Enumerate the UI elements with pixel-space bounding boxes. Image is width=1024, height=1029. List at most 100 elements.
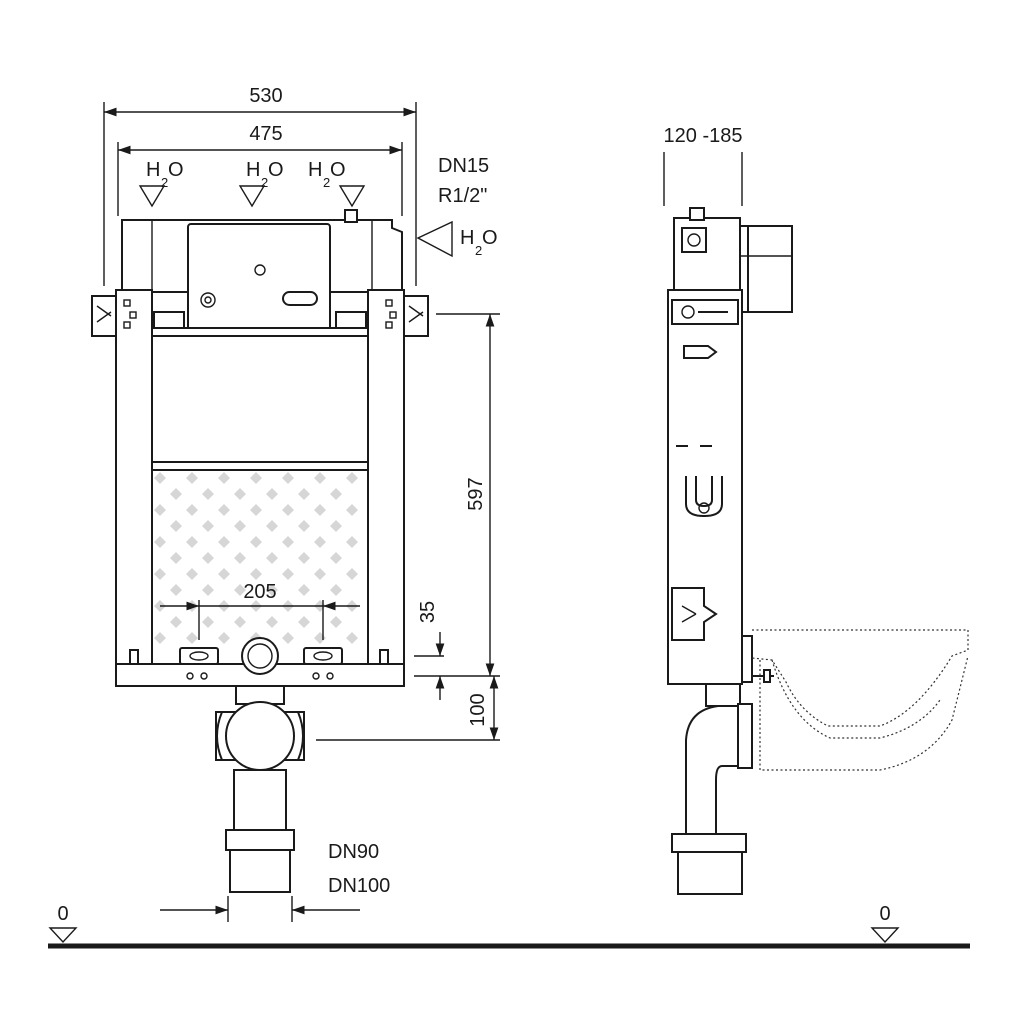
mesh-diamond — [250, 536, 262, 548]
mesh-diamond — [314, 472, 326, 484]
svg-text:H: H — [246, 159, 260, 181]
mesh-diamond — [330, 584, 342, 596]
label-dn100: DN100 — [328, 875, 390, 897]
mesh-diamond — [170, 520, 182, 532]
svg-text:2: 2 — [161, 175, 168, 190]
label-thread: R1/2" — [438, 185, 487, 207]
mesh-diamond — [154, 472, 166, 484]
mesh-diamond — [266, 584, 278, 596]
mesh-diamond — [234, 584, 246, 596]
mesh-diamond — [346, 472, 358, 484]
svg-text:2: 2 — [261, 175, 268, 190]
mesh-diamond — [234, 520, 246, 532]
mesh-diamond — [218, 472, 230, 484]
mesh-diamond — [234, 488, 246, 500]
svg-text:H: H — [308, 159, 322, 181]
svg-text:H: H — [146, 159, 160, 181]
dim-475: 475 — [249, 123, 282, 145]
svg-text:O: O — [330, 159, 346, 181]
mesh-diamond — [282, 632, 294, 644]
front-view — [91, 209, 429, 893]
label-dn15: DN15 — [438, 155, 489, 177]
water-inlet-side: H 2 O — [416, 220, 498, 258]
svg-text:O: O — [482, 227, 498, 249]
mesh-diamond — [170, 552, 182, 564]
mesh-diamond — [218, 632, 230, 644]
svg-text:H: H — [460, 227, 474, 249]
mesh-diamond — [298, 520, 310, 532]
mesh-diamond — [234, 552, 246, 564]
mesh-diamond — [330, 552, 342, 564]
mesh-diamond — [298, 616, 310, 628]
mesh-diamond — [298, 552, 310, 564]
floor-line: 0 0 — [48, 903, 970, 949]
dim-597: 597 — [465, 477, 487, 510]
mesh-diamond — [234, 616, 246, 628]
mesh-diamond — [202, 552, 214, 564]
label-dn90: DN90 — [328, 841, 379, 863]
mesh-diamond — [186, 472, 198, 484]
mesh-diamond — [186, 632, 198, 644]
mesh-diamond — [330, 616, 342, 628]
mesh-pattern — [154, 472, 358, 644]
svg-text:2: 2 — [475, 243, 482, 258]
floor-level-right: 0 — [879, 903, 890, 925]
mesh-diamond — [170, 584, 182, 596]
mesh-diamond — [186, 536, 198, 548]
mesh-diamond — [186, 504, 198, 516]
water-inlet-center: H 2 O — [238, 159, 284, 208]
mesh-diamond — [218, 536, 230, 548]
mesh-diamond — [266, 488, 278, 500]
water-inlet-right: H 2 O — [308, 159, 366, 208]
svg-text:2: 2 — [323, 175, 330, 190]
svg-text:O: O — [168, 159, 184, 181]
mesh-diamond — [282, 536, 294, 548]
mesh-diamond — [346, 504, 358, 516]
mesh-diamond — [170, 616, 182, 628]
mesh-diamond — [154, 536, 166, 548]
mesh-diamond — [154, 568, 166, 580]
mesh-diamond — [186, 568, 198, 580]
mesh-diamond — [202, 488, 214, 500]
mesh-diamond — [330, 488, 342, 500]
mesh-diamond — [314, 632, 326, 644]
mesh-diamond — [314, 568, 326, 580]
mesh-diamond — [202, 584, 214, 596]
mesh-diamond — [346, 568, 358, 580]
mesh-diamond — [266, 616, 278, 628]
floor-level-left: 0 — [57, 903, 68, 925]
svg-text:O: O — [268, 159, 284, 181]
mesh-diamond — [298, 584, 310, 596]
mesh-diamond — [282, 504, 294, 516]
mesh-diamond — [170, 488, 182, 500]
mesh-diamond — [218, 568, 230, 580]
dim-205: 205 — [243, 581, 276, 603]
mesh-diamond — [346, 632, 358, 644]
dim-100: 100 — [467, 693, 489, 726]
dim-35: 35 — [417, 601, 439, 623]
front-dimensions: 530 475 597 35 100 205 DN90 DN100 — [103, 85, 500, 922]
mesh-diamond — [266, 552, 278, 564]
mesh-diamond — [346, 536, 358, 548]
mesh-diamond — [250, 568, 262, 580]
mesh-diamond — [250, 504, 262, 516]
side-view: 120 -185 — [663, 125, 969, 895]
dim-depth: 120 -185 — [664, 125, 743, 147]
mesh-diamond — [314, 504, 326, 516]
mesh-diamond — [266, 520, 278, 532]
water-inlet-left: H 2 O — [138, 159, 184, 208]
dim-530: 530 — [249, 85, 282, 107]
water-inlets: H 2 O H 2 O H 2 O H 2 O DN15 R1/2" — [138, 155, 498, 258]
mesh-diamond — [282, 472, 294, 484]
mesh-diamond — [218, 504, 230, 516]
mesh-diamond — [202, 520, 214, 532]
mesh-diamond — [154, 632, 166, 644]
mesh-diamond — [314, 536, 326, 548]
mesh-diamond — [250, 472, 262, 484]
mesh-diamond — [154, 504, 166, 516]
mesh-diamond — [202, 616, 214, 628]
mesh-diamond — [298, 488, 310, 500]
mesh-diamond — [330, 520, 342, 532]
